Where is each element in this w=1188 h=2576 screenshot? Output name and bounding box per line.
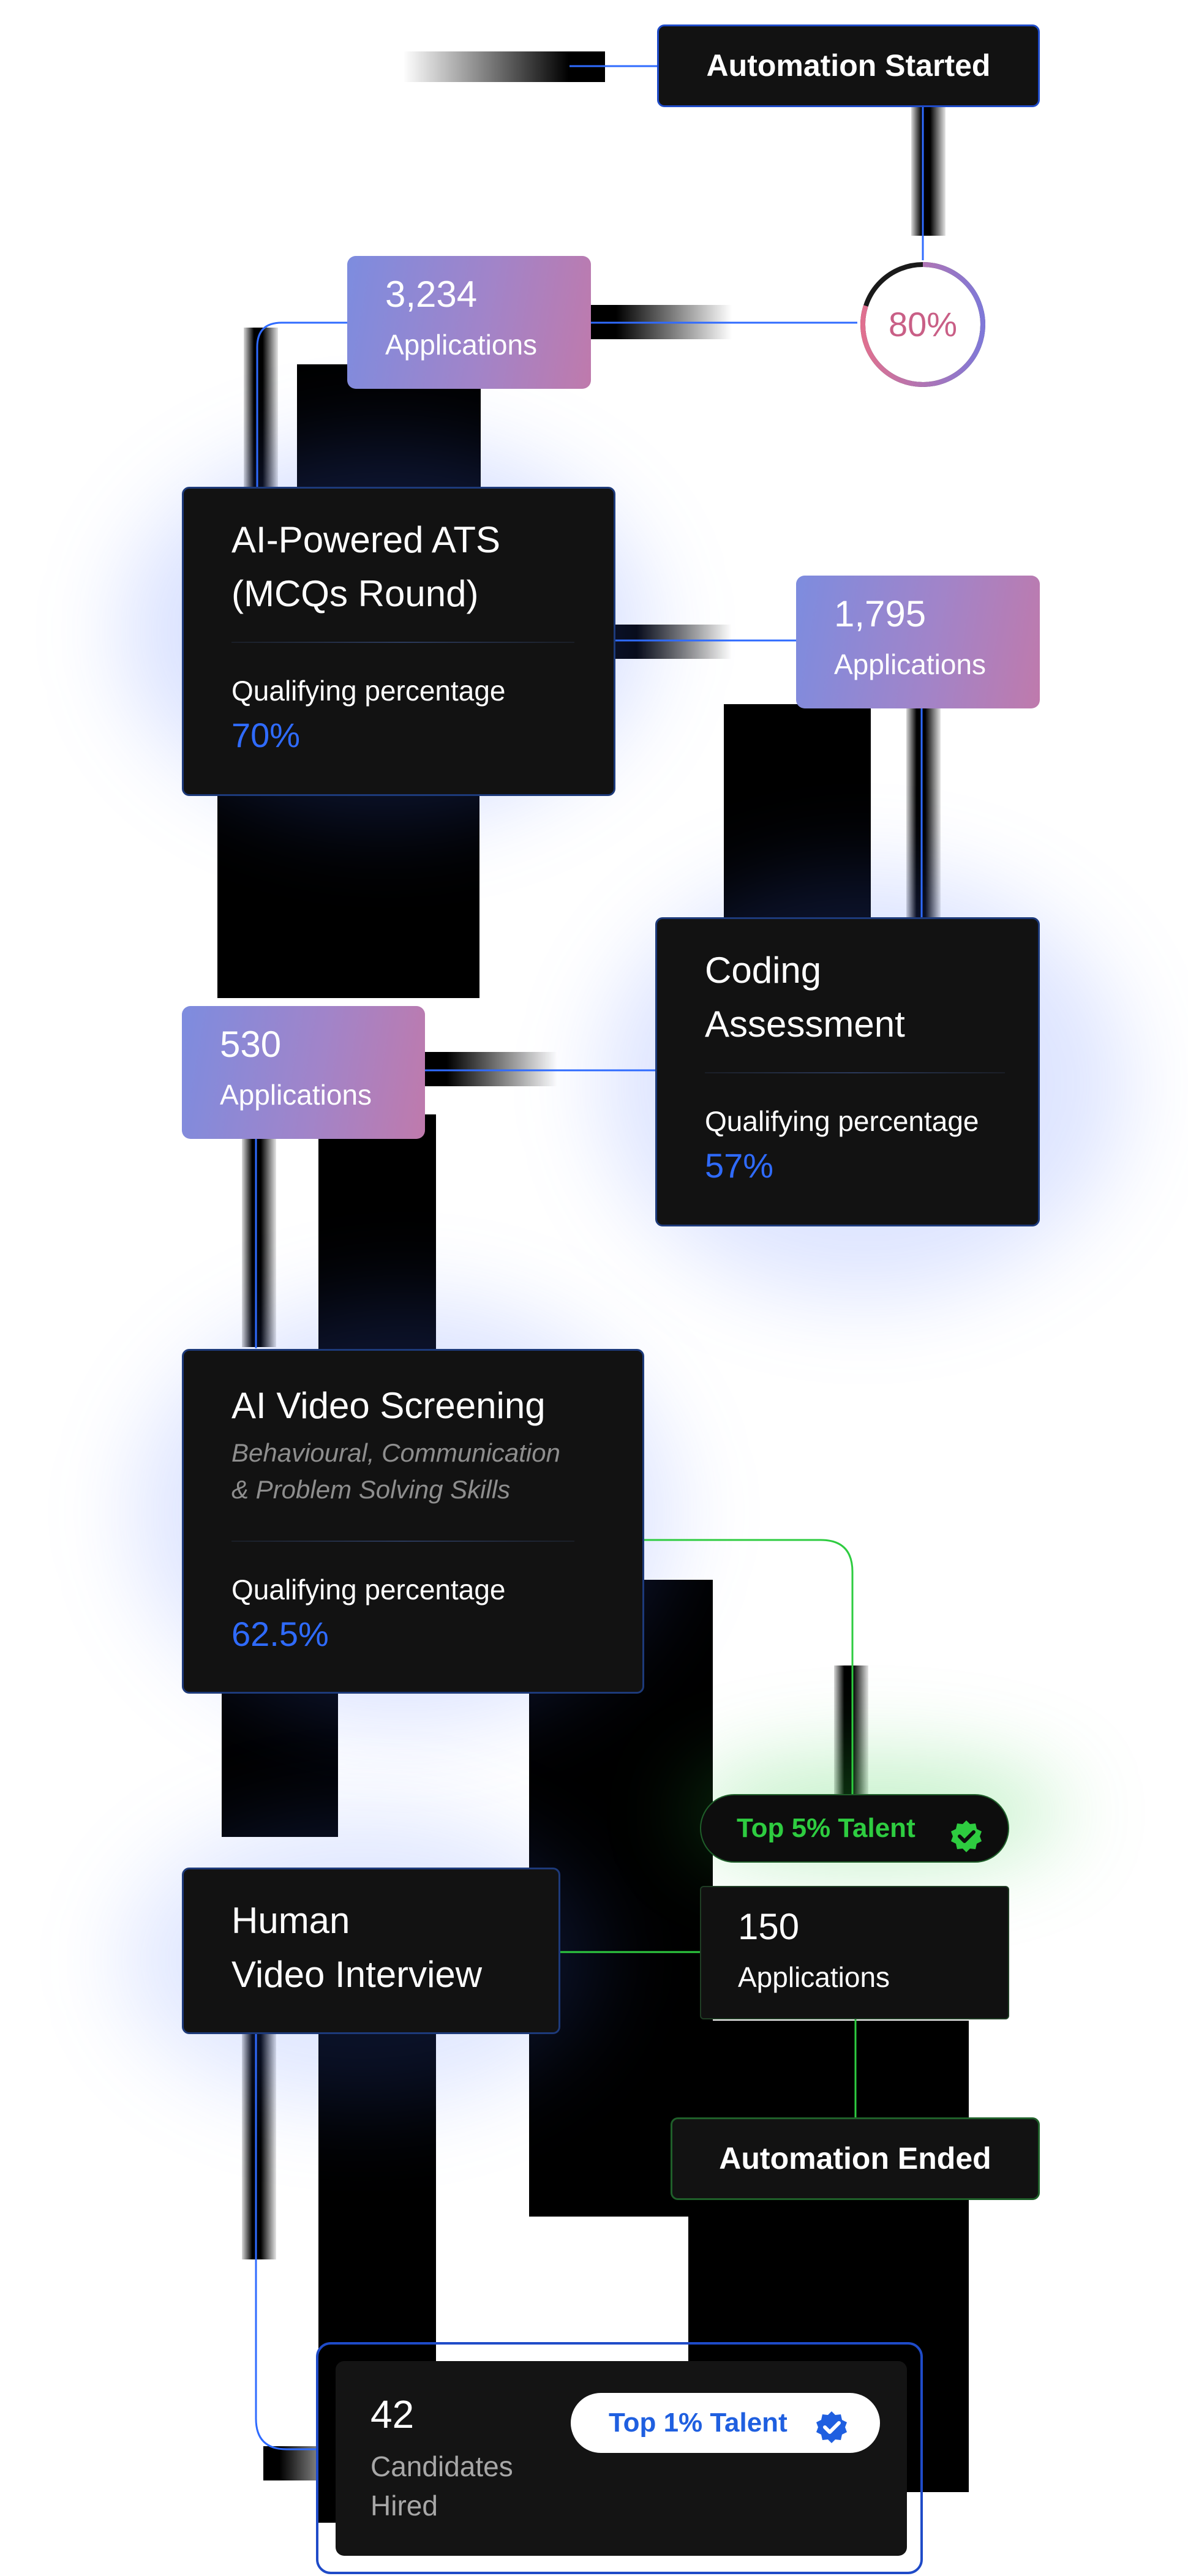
decor-bar [834,1665,868,1800]
ats-title: AI-Powered ATS (MCQs Round) [231,519,501,614]
decor-block [318,1114,436,1353]
hired-frame [316,2342,923,2574]
applications-count: 530 [220,1024,282,1065]
applications-count: 150 [738,1906,800,1947]
human-title: Human Video Interview [231,1900,483,1995]
automation-ended-label: Automation Ended [719,2141,991,2176]
applications-box-1795: 1,795 Applications [796,576,1040,708]
check-badge-icon [949,1812,983,1852]
check-badge-icon [814,2406,849,2443]
decor-bar [906,704,941,918]
applications-label: Applications [220,1079,372,1111]
decor-bar [615,625,732,659]
hired-label: Candidates Hired [370,2450,513,2522]
candidates-hired-card: 42 Candidates Hired Top 1% Talent [336,2361,907,2556]
ai-video-screening-card: AI Video Screening Behavioural, Communic… [182,1349,644,1694]
applications-box-530: 530 Applications [182,1006,425,1139]
top-5-talent-badge: Top 5% Talent [700,1794,1009,1863]
progress-ring-arc [860,262,985,387]
human-video-interview-card: Human Video Interview [182,1868,560,2034]
decor-bar [242,1114,276,1347]
ats-qualifying-label: Qualifying percentage [231,675,506,707]
decor-block [222,1690,338,1837]
ats-card: AI-Powered ATS (MCQs Round) Qualifying p… [182,487,615,796]
applications-box-3234: 3,234 Applications [347,256,591,389]
coding-qualifying-label: Qualifying percentage [705,1105,979,1137]
coding-qualifying-value: 57% [705,1146,774,1185]
connector [255,2034,318,2450]
applications-count: 3,234 [385,274,478,315]
decor-bar [911,107,946,236]
applications-count: 1,795 [834,593,927,634]
progress-ring: 80% [859,260,987,389]
coding-assessment-card: Coding Assessment Qualifying percentage … [655,917,1040,1226]
top-1-talent-badge: Top 1% Talent [571,2393,880,2453]
progress-ring-graphic [860,262,985,387]
ats-divider [231,642,574,643]
applications-box-150: 150 Applications [700,1886,1009,2019]
coding-divider [705,1072,1005,1073]
automation-started-badge: Automation Started [657,24,1040,107]
video-qualifying-value: 62.5% [231,1615,329,1653]
progress-ring-label: 80% [888,305,958,344]
connector [256,321,349,487]
decor-block [217,796,479,998]
video-title: AI Video Screening [231,1385,546,1426]
hired-count: 42 [370,2392,415,2436]
connector-green [643,1539,854,1794]
decor-bar [423,1052,557,1086]
top-5-talent-label: Top 5% Talent [737,1813,915,1843]
video-divider [231,1541,574,1542]
video-subtitle: Behavioural, Communication & Problem Sol… [231,1438,560,1504]
applications-label: Applications [738,1961,890,1993]
automation-started-label: Automation Started [706,48,991,83]
decor-bar [244,328,278,490]
decor-block [724,704,871,918]
coding-title: Coding Assessment [705,950,905,1045]
top-1-talent-label: Top 1% Talent [609,2408,788,2438]
applications-label: Applications [385,329,538,361]
decor-bar [242,2033,276,2259]
applications-label: Applications [834,648,987,680]
video-qualifying-label: Qualifying percentage [231,1574,506,1605]
automation-ended-badge: Automation Ended [671,2117,1040,2200]
ats-qualifying-value: 70% [231,716,301,754]
